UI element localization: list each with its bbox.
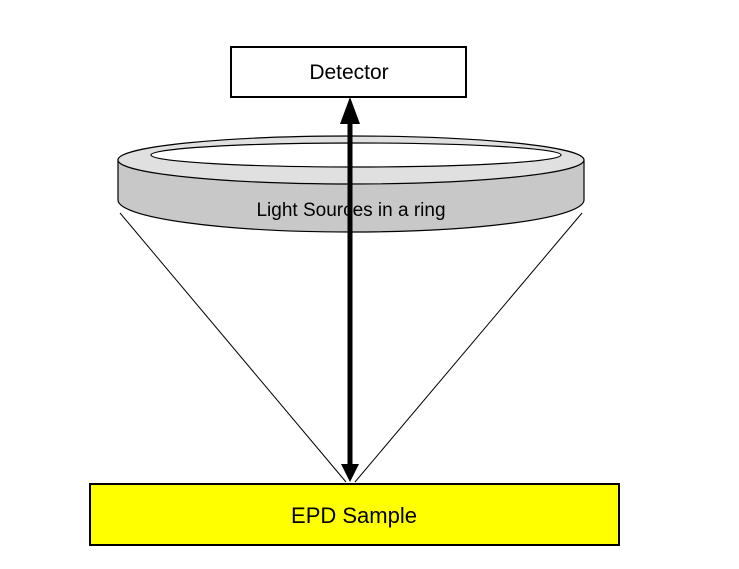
detector-box — [230, 46, 467, 98]
detector: Detector — [230, 46, 467, 98]
detector-label: Detector — [309, 61, 388, 84]
sample-box — [89, 483, 620, 546]
ring-hole — [150, 142, 562, 168]
arrowhead-down-icon — [341, 464, 359, 482]
light-ray-left — [119, 212, 347, 483]
arrowhead-up-icon — [340, 97, 360, 124]
epd-sample: EPD Sample — [89, 483, 620, 546]
reflected-light-arrow — [340, 97, 360, 482]
light-ray-right — [354, 212, 583, 483]
sample-label: EPD Sample — [291, 503, 417, 528]
ring-label: Light Sources in a ring — [256, 200, 445, 221]
